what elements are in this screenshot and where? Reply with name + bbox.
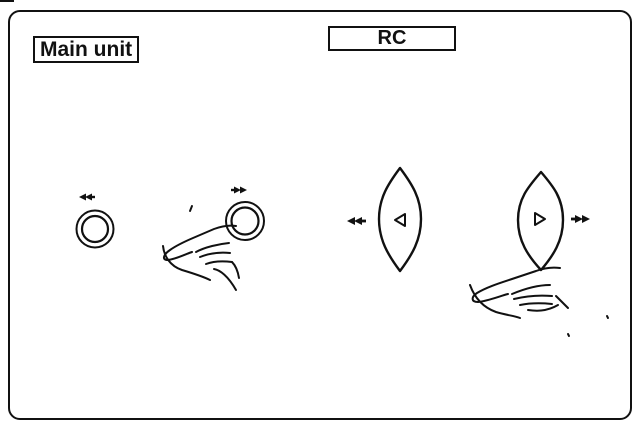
rc-left-button[interactable]: [377, 166, 423, 273]
triangle-right-icon: [534, 212, 546, 226]
dot-mark: [606, 315, 609, 319]
dot-mark: [567, 333, 570, 337]
rc-rewind-icon: [347, 217, 366, 225]
main-unit-label: Main unit: [33, 36, 140, 63]
pointing-hand-icon: [162, 224, 240, 291]
corner-mark: [0, 0, 14, 6]
rc-fast-forward-icon: [571, 215, 590, 223]
rewind-button[interactable]: [75, 209, 115, 249]
triangle-left-icon: [394, 213, 406, 227]
diagram-panel: [8, 10, 632, 420]
rc-label: RC: [328, 26, 456, 51]
tick-mark: [189, 205, 193, 212]
fast-forward-icon: [231, 186, 247, 194]
rewind-icon: [79, 193, 95, 201]
fast-forward-button[interactable]: [225, 201, 265, 241]
pointing-hand-icon: [469, 266, 569, 319]
